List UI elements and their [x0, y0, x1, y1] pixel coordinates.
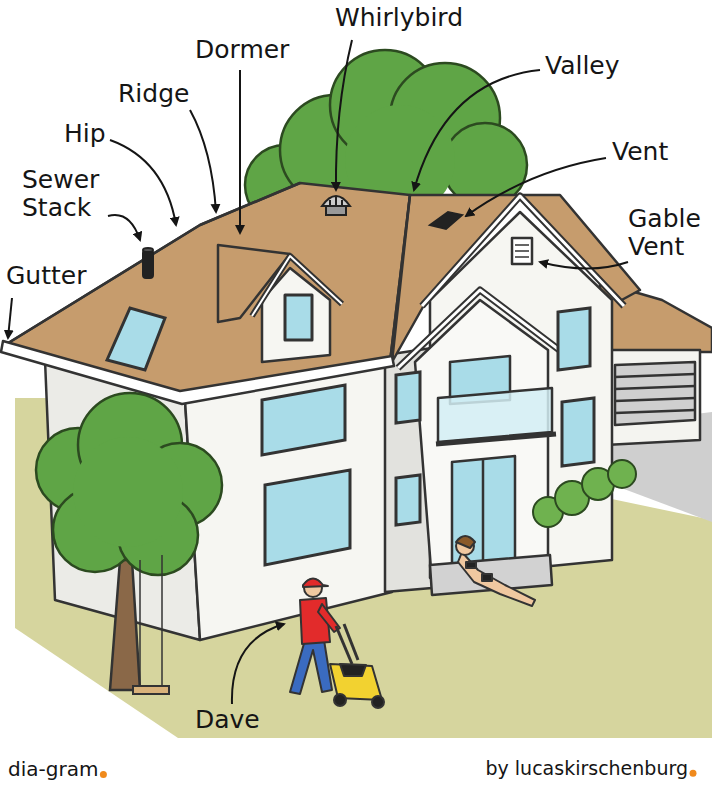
balcony-floor: [436, 434, 556, 444]
jeans: [290, 640, 332, 694]
foliage-blob: [73, 437, 183, 547]
door-frame: [482, 459, 485, 563]
door-panel-line: [615, 398, 695, 401]
swing-rope: [161, 555, 163, 688]
brand-dot: [690, 770, 697, 777]
part-label: Ridge: [118, 80, 189, 108]
leader-arrow: [190, 110, 216, 212]
part-label: Valley: [545, 52, 620, 80]
leader-arrow: [108, 215, 140, 240]
skylight: [107, 308, 165, 370]
leader-arrow: [239, 70, 241, 233]
whirlybird-fin: [335, 196, 337, 206]
valley-line: [390, 195, 410, 362]
part-label: Gable Vent: [628, 205, 712, 261]
person-body: [458, 552, 535, 606]
dormer: [218, 245, 342, 362]
part-label: Whirlybird: [335, 4, 463, 32]
roof-fittings: [143, 196, 462, 278]
mower-wheel: [334, 694, 346, 706]
part-label: Dormer: [195, 36, 289, 64]
gable-trim: [398, 290, 562, 368]
balcony-wing: [398, 290, 562, 595]
person-label: Dave: [195, 706, 260, 734]
sewer-stack: [143, 250, 153, 278]
dave-mowing: [290, 579, 384, 709]
window: [396, 475, 420, 525]
gable-trim: [422, 196, 624, 306]
leader-arrow: [540, 262, 628, 269]
leader-arrow: [110, 140, 176, 225]
garage: [600, 282, 712, 445]
roof-vent: [430, 212, 462, 229]
window: [265, 470, 350, 565]
vent-slat: [515, 256, 529, 258]
leader-arrow: [336, 40, 352, 190]
leader-arrow: [232, 624, 284, 704]
tree-trunk: [110, 560, 140, 690]
hip-line: [5, 225, 200, 345]
person-head: [456, 537, 474, 555]
door-panel-line: [615, 374, 695, 377]
gable-trim: [422, 196, 624, 306]
swing-seat: [133, 686, 169, 694]
bush: [608, 460, 636, 488]
sewer-stack-top: [143, 248, 153, 252]
window: [396, 372, 420, 423]
gable-trim: [398, 290, 562, 368]
window: [562, 398, 594, 466]
whirlybird-fin: [341, 200, 343, 206]
door-panel-line: [615, 386, 695, 389]
part-label: Gutter: [6, 262, 86, 290]
garage-wall: [605, 350, 700, 445]
watermark: by lucaskirschenburg: [485, 758, 688, 779]
door-panel-line: [615, 410, 695, 413]
bikini: [482, 574, 492, 581]
person-hair: [456, 536, 475, 548]
window: [285, 295, 312, 340]
glass-door: [452, 456, 515, 566]
garage-door: [615, 362, 695, 425]
whirlybird: [322, 196, 350, 206]
leader-arrow: [8, 298, 12, 338]
window: [262, 385, 345, 455]
window: [558, 308, 590, 370]
part-label: Hip: [64, 120, 106, 148]
mower-wheel: [372, 696, 384, 708]
part-label: Vent: [612, 138, 668, 166]
bikini: [466, 562, 476, 568]
cap: [303, 579, 328, 588]
mower-handle: [344, 624, 358, 660]
bushes: [533, 460, 636, 527]
swing-rope: [139, 560, 141, 688]
leader-arrow: [414, 70, 540, 190]
watermark: dia-gram: [8, 758, 98, 780]
part-label: Sewer Stack: [22, 166, 122, 222]
whirlybird-fin: [329, 200, 331, 206]
vent-slat: [515, 244, 529, 246]
sunbather: [456, 536, 535, 606]
mower-handle: [336, 626, 352, 664]
leader-arrow: [466, 158, 606, 216]
front-tree: [36, 393, 222, 694]
leader-lines: [8, 40, 628, 704]
tree-foliage: [36, 393, 222, 575]
brand-dot: [100, 771, 107, 778]
vent-slat: [515, 250, 529, 252]
gable-vent: [512, 238, 532, 264]
mower-engine: [340, 664, 366, 676]
